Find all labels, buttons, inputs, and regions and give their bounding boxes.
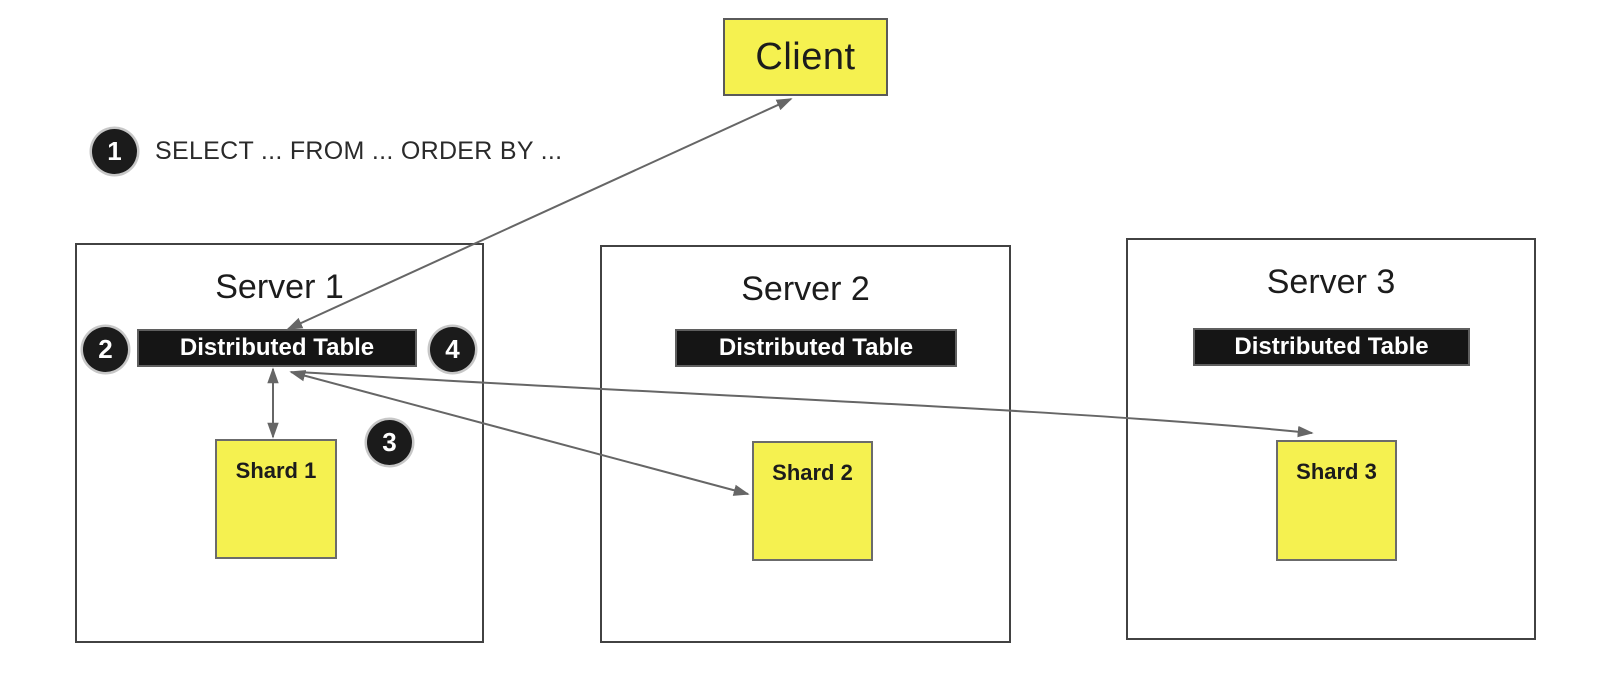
distributed-table-server-2: Distributed Table — [675, 329, 957, 367]
server-1-title: Server 1 — [215, 268, 344, 306]
server-3-title: Server 3 — [1266, 263, 1396, 301]
server-3-box: Server 3 — [1126, 238, 1536, 640]
shard-1-box: Shard 1 — [215, 439, 337, 559]
query-annotation-text: SELECT ... FROM ... ORDER BY ... — [155, 137, 563, 165]
distributed-table-server-3: Distributed Table — [1193, 328, 1470, 366]
server-2-title: Server 2 — [741, 270, 870, 308]
step-3-badge: 3 — [367, 420, 412, 465]
distributed-table-server-1: Distributed Table — [137, 329, 417, 367]
step-2-badge: 2 — [83, 327, 128, 372]
shard-3-box: Shard 3 — [1276, 440, 1397, 561]
step-4-badge: 4 — [430, 327, 475, 372]
shard-2-box: Shard 2 — [752, 441, 873, 561]
client-box: Client — [723, 18, 888, 96]
step-1-badge: 1 — [92, 129, 137, 174]
